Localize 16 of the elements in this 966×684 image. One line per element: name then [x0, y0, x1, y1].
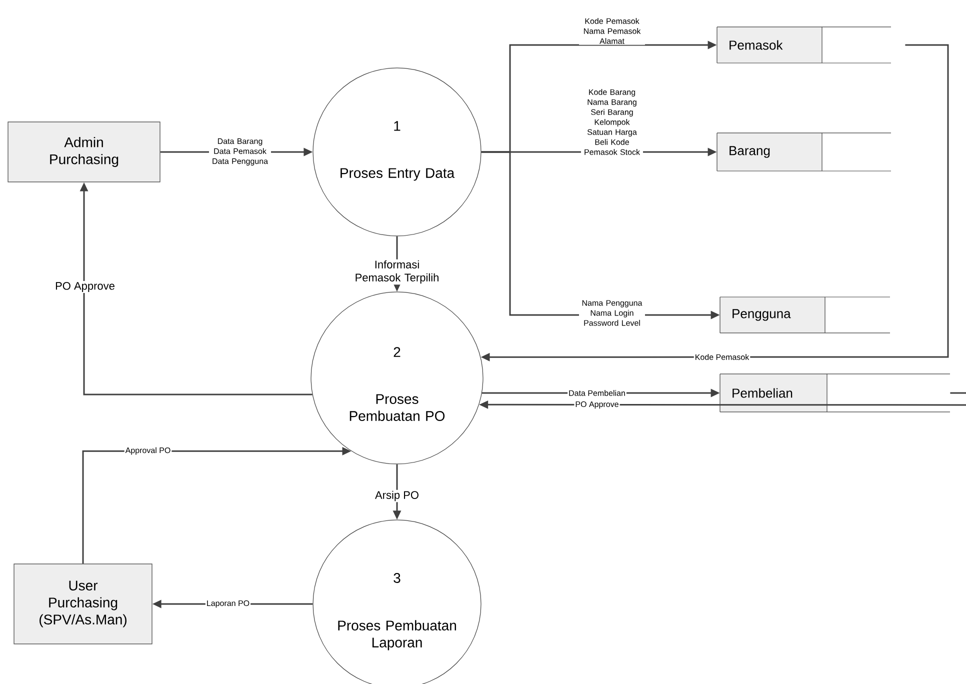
- data-store: Pengguna: [720, 296, 890, 334]
- edge-label: Data Barang Data Pemasok Data Pengguna: [209, 137, 271, 167]
- edge-label: Kode Pemasok Nama Pemasok Alamat: [579, 17, 645, 45]
- entity-box: User Purchasing (SPV/As.Man): [14, 564, 152, 644]
- edge-label: Arsip PO: [374, 490, 420, 502]
- data-store: Barang: [716, 132, 892, 172]
- edge-label: Informasi Pemasok Terpilih: [346, 259, 448, 285]
- entity-box: Admin Purchasing: [8, 122, 160, 182]
- edge-label: Data Pembelian: [568, 389, 626, 397]
- edge-label: PO Approve: [54, 281, 116, 293]
- data-store: Pemasok: [716, 26, 892, 64]
- data-store: Pembelian: [720, 374, 950, 412]
- edge-label: Kode Barang Nama Barang Seri Barang Kelompok Satuan Harga Beli Kode Pemasok Stock: [581, 88, 643, 156]
- connector-line: [950, 392, 966, 394]
- edge-label: Nama Pengguna Nama Login Password Level: [579, 299, 645, 327]
- edge-label: Kode Pemasok: [694, 353, 750, 361]
